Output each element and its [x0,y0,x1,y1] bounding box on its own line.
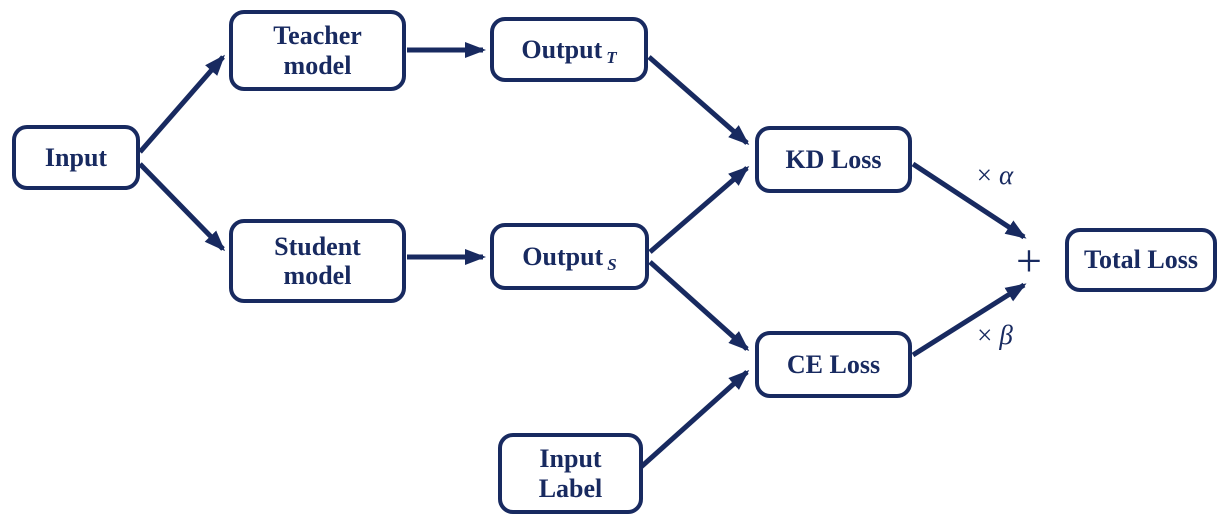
node-kd-loss-label: KD Loss [785,144,882,174]
node-input-label: Input [44,142,108,172]
edge-label-times-alpha: ×α [963,160,1027,191]
arrow-input-label-to-ce-loss [639,369,750,469]
node-kd-loss: KD Loss [755,126,912,193]
arrow-kd-loss-to-plus [911,161,1027,240]
arrow-output-s-to-kd-loss [648,166,750,254]
node-output-s: Output S [490,223,649,290]
node-teacher-model-label: Teacher model [273,21,362,80]
node-total-loss: Total Loss [1065,228,1217,292]
node-output-t: Output T [490,17,648,82]
arrow-input-to-student [138,162,226,252]
node-teacher-model: Teacher model [229,10,406,91]
node-output-t-subscript: T [606,47,617,67]
alpha-symbol: α [999,160,1014,190]
node-output-t-label: Output [521,34,603,64]
node-student-model: Student model [229,219,406,303]
node-student-model-label: Student model [274,231,361,290]
arrow-input-to-teacher [138,54,225,154]
node-input: Input [12,125,140,190]
edge-label-times-beta: ×β [963,320,1027,351]
node-output-s-label: Output [522,241,604,271]
plus-operator: + [1016,235,1042,286]
arrow-output-s-to-ce-loss [648,260,750,352]
node-input-label-label: Input Label [538,444,603,503]
node-input-label: Input Label [498,433,643,514]
node-output-s-subscript: S [607,254,617,274]
times-sign: × [976,160,993,190]
times-sign: × [977,320,993,350]
beta-symbol: β [999,320,1013,350]
node-ce-loss: CE Loss [755,331,912,398]
node-total-loss-label: Total Loss [1084,245,1198,275]
node-ce-loss-label: CE Loss [786,349,881,379]
arrow-ce-loss-to-plus [911,282,1027,358]
arrow-output-t-to-kd-loss [647,55,750,145]
